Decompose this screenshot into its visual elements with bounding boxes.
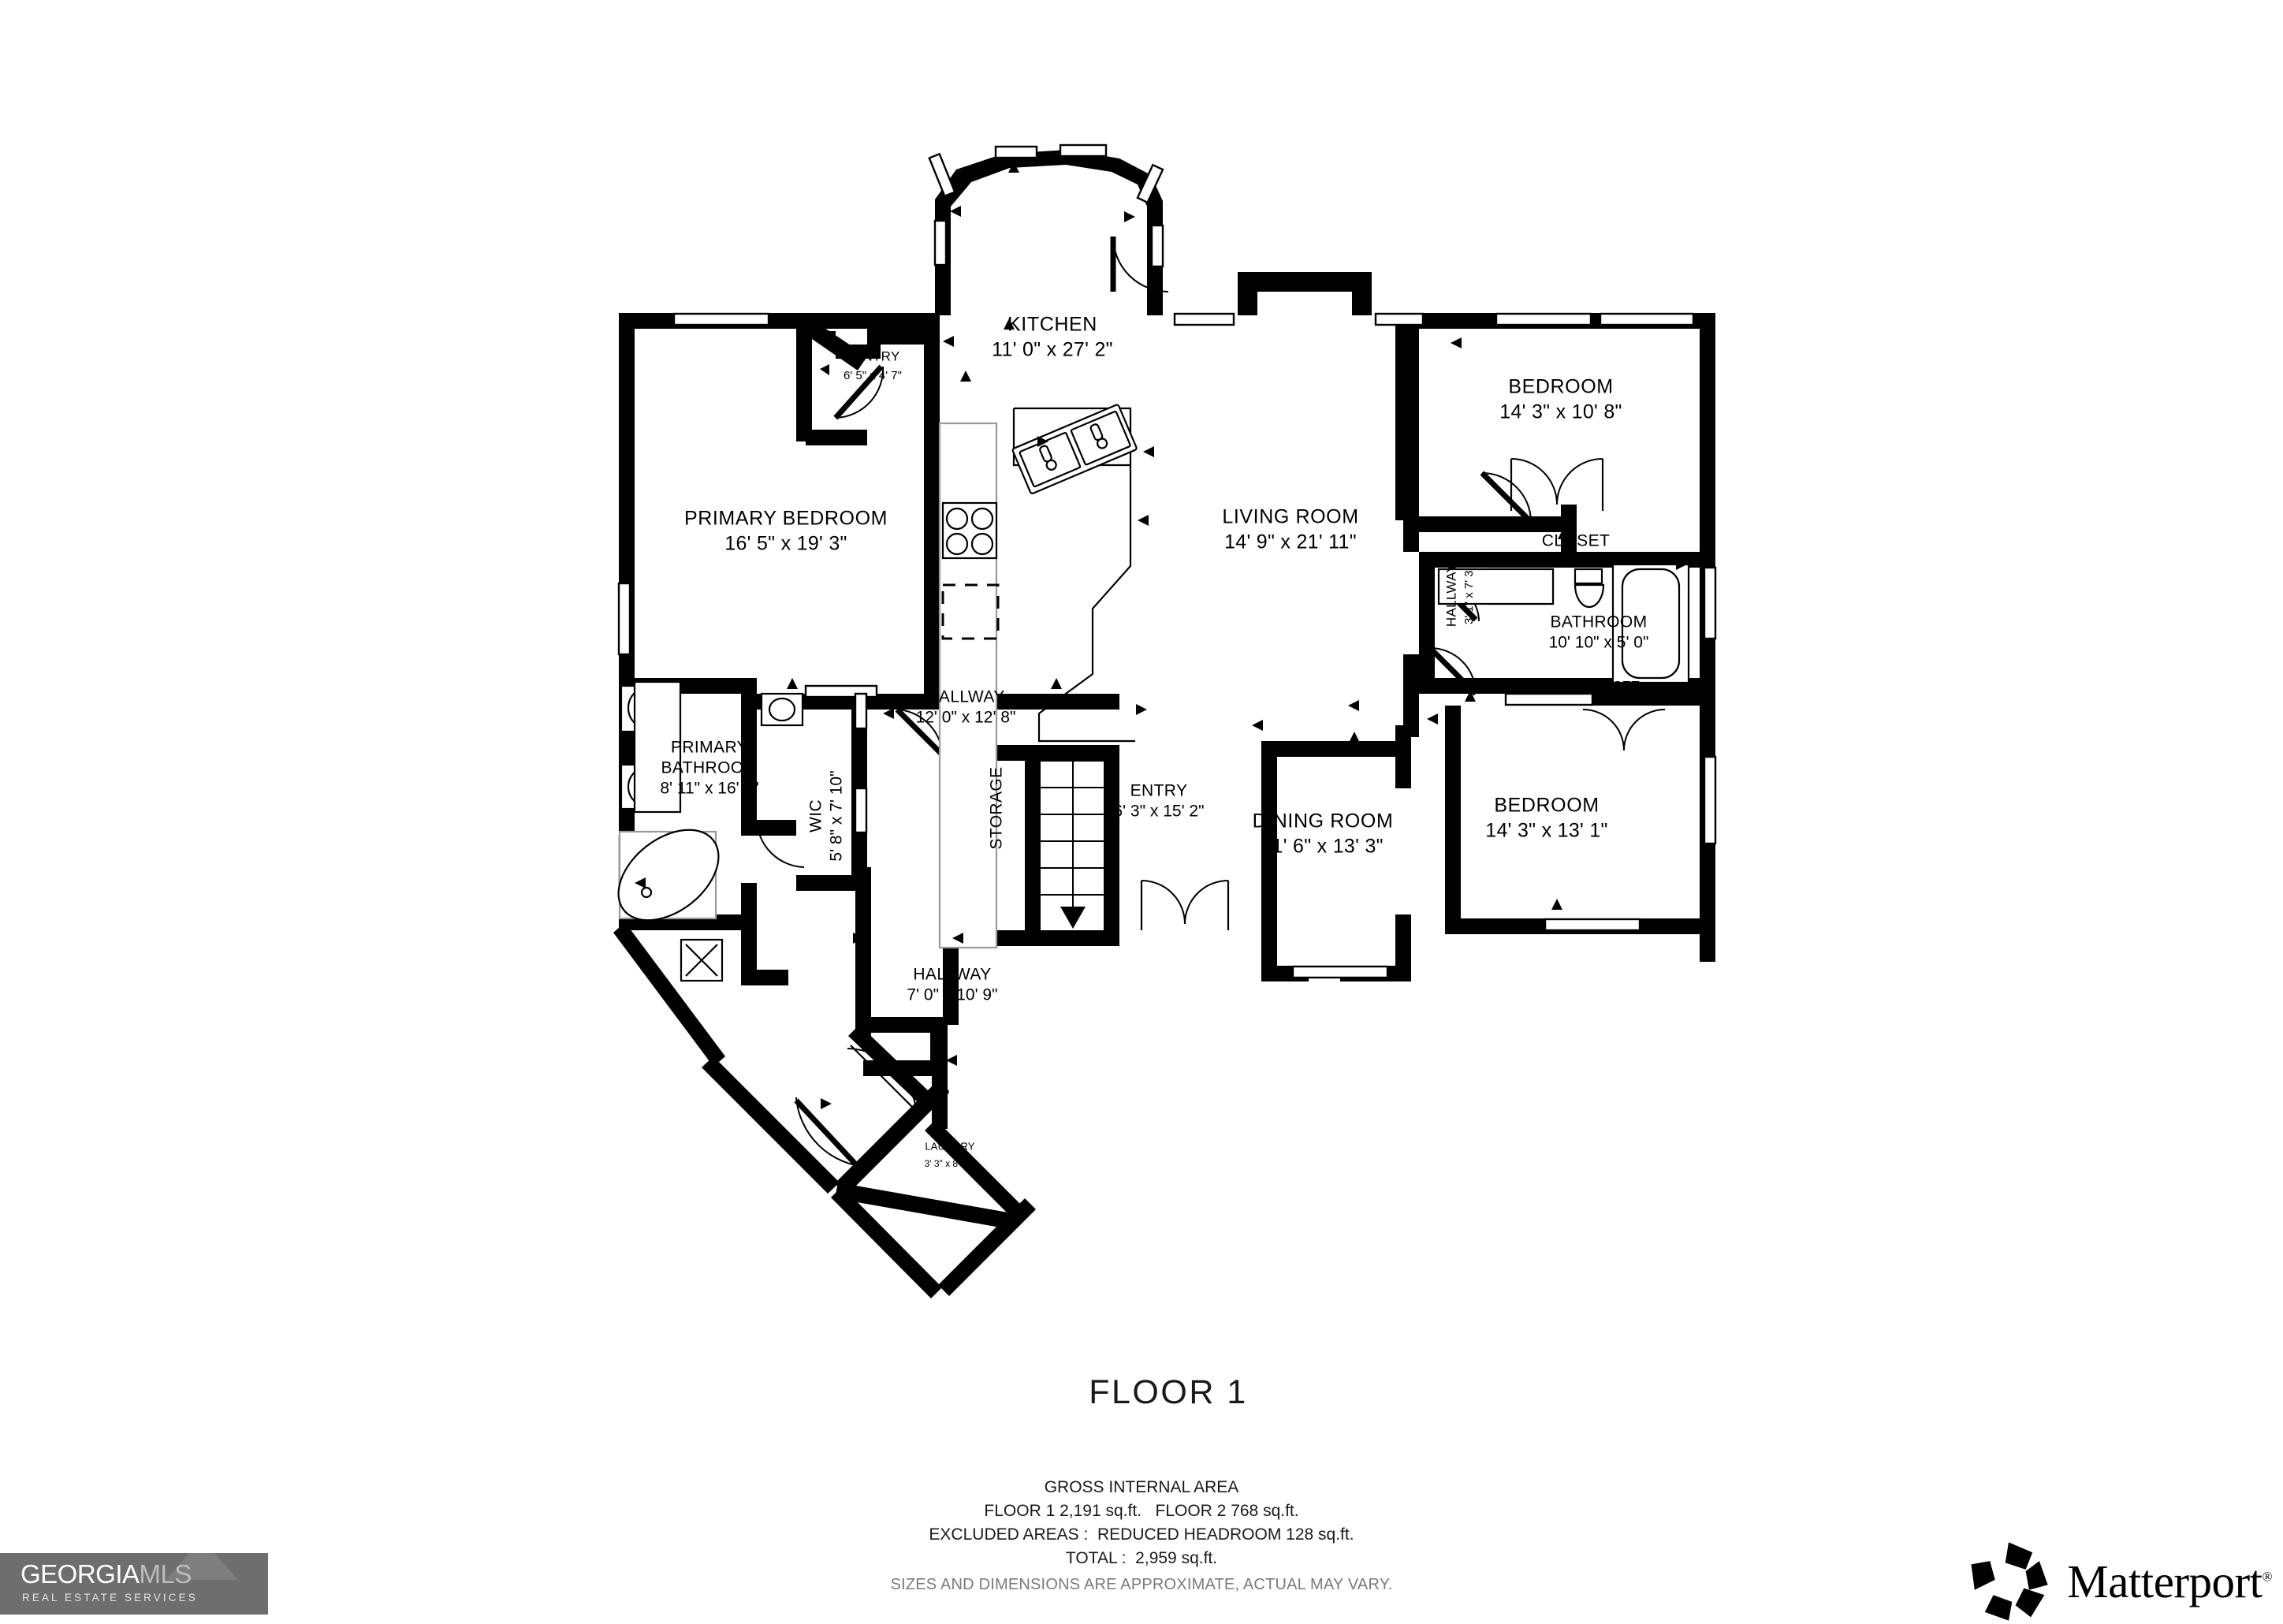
room-name-bedroom-upper: BEDROOM bbox=[1508, 376, 1613, 398]
room-dim-bedroom-lower: 14' 3" x 13' 1" bbox=[1485, 820, 1608, 842]
room-label-wic: WIC 5' 8" x 7' 10" bbox=[807, 770, 846, 861]
room-label-laundry: LAUNDRY 3' 3" x 8' 11" bbox=[925, 1140, 976, 1169]
room-name-bedroom-lower: BEDROOM bbox=[1494, 795, 1599, 817]
area-summary: GROSS INTERNAL AREA FLOOR 1 2,191 sq.ft.… bbox=[0, 1476, 2283, 1594]
primary-bathroom-fixtures bbox=[617, 680, 804, 982]
room-label-bedroom-lower: BEDROOM 14' 3" x 13' 1" bbox=[1485, 795, 1608, 842]
room-dim-primary-bedroom: 16' 5" x 19' 3" bbox=[724, 533, 847, 555]
room-label-hallway-center: HALLWAY 12' 0" x 12' 8" bbox=[916, 688, 1016, 727]
room-dim-bedroom-upper: 14' 3" x 10' 8" bbox=[1499, 401, 1622, 423]
area-heading: GROSS INTERNAL AREA bbox=[1044, 1478, 1239, 1496]
matterport-name: Matterport bbox=[2067, 1555, 2263, 1607]
room-label-closet-lower: CLOSET bbox=[1585, 678, 1640, 693]
mountain-icon bbox=[166, 1553, 238, 1580]
area-excluded: EXCLUDED AREAS : REDUCED HEADROOM 128 sq… bbox=[929, 1525, 1354, 1544]
room-name-primary-bedroom: PRIMARY BEDROOM bbox=[684, 508, 888, 530]
room-label-storage: STORAGE bbox=[988, 766, 1006, 849]
room-name-hallway-center: HALLWAY bbox=[926, 688, 1004, 706]
matterport-mark-icon bbox=[1971, 1542, 2048, 1621]
matterport-registered: ® bbox=[2262, 1568, 2273, 1584]
camera-direction-markers bbox=[635, 162, 1687, 1109]
room-label-dining-room: DINING ROOM 11' 6" x 13' 3" bbox=[1253, 810, 1394, 858]
mls-name-primary: GEORGIA bbox=[20, 1559, 140, 1589]
room-dim-dining-room: 11' 6" x 13' 3" bbox=[1262, 836, 1384, 858]
room-dim-primary-bathroom: 8' 11" x 16' 3" bbox=[660, 780, 758, 798]
room-label-pantry: PANTRY 6' 5" x 4' 7" bbox=[844, 348, 902, 382]
room-name-pantry: PANTRY bbox=[845, 348, 899, 363]
area-total: TOTAL : 2,959 sq.ft. bbox=[1065, 1549, 1218, 1567]
room-label-bathroom: BATHROOM 10' 10" x 5' 0" bbox=[1549, 613, 1649, 652]
room-label-bedroom-upper: BEDROOM 14' 3" x 10' 8" bbox=[1499, 376, 1622, 423]
room-name-entry: ENTRY bbox=[1130, 782, 1188, 800]
room-label-living-room: LIVING ROOM 14' 9" x 21' 11" bbox=[1222, 506, 1358, 553]
room-label-hallway-right: HALLWAY 3' 1" x 7' 3" bbox=[1443, 564, 1475, 627]
room-name-primary-bathroom-line2: BATHROOM bbox=[661, 759, 758, 777]
room-dim-bathroom: 10' 10" x 5' 0" bbox=[1549, 634, 1649, 652]
mls-name-secondary: MLS bbox=[139, 1559, 192, 1589]
door-group bbox=[756, 236, 1666, 1174]
georgia-mls-logo: GEORGIAMLS REAL ESTATE SERVICES bbox=[0, 1553, 268, 1615]
room-name-living-room: LIVING ROOM bbox=[1222, 506, 1358, 528]
room-name-laundry: LAUNDRY bbox=[925, 1140, 974, 1152]
room-label-primary-bedroom: PRIMARY BEDROOM 16' 5" x 19' 3" bbox=[684, 508, 888, 555]
floor-title: FLOOR 1 bbox=[1089, 1373, 1248, 1411]
area-floor-line: FLOOR 1 2,191 sq.ft. FLOOR 2 768 sq.ft. bbox=[984, 1502, 1299, 1520]
area-disclaimer: SIZES AND DIMENSIONS ARE APPROXIMATE, AC… bbox=[890, 1576, 1393, 1593]
room-name-wic: WIC bbox=[807, 799, 825, 832]
room-label-primary-bathroom: PRIMARY BATHROOM 8' 11" x 16' 3" bbox=[660, 739, 758, 798]
room-dim-hallway-lower: 7' 0" x 10' 9" bbox=[907, 986, 997, 1004]
mls-wordmark: GEORGIAMLS bbox=[20, 1559, 192, 1589]
room-dim-pantry: 6' 5" x 4' 7" bbox=[844, 369, 902, 382]
staircase bbox=[1041, 760, 1105, 929]
room-name-storage: STORAGE bbox=[988, 766, 1006, 849]
room-name-hallway-lower: HALLWAY bbox=[913, 966, 991, 984]
room-label-kitchen: KITCHEN 11' 0" x 27' 2" bbox=[992, 314, 1113, 361]
room-dim-entry: 6' 3" x 15' 2" bbox=[1113, 803, 1204, 821]
room-label-entry: ENTRY 6' 3" x 15' 2" bbox=[1113, 782, 1204, 821]
room-dim-hallway-right: 3' 1" x 7' 3" bbox=[1462, 566, 1476, 624]
room-name-hallway-right: HALLWAY bbox=[1443, 564, 1458, 627]
room-name-kitchen: KITCHEN bbox=[1007, 314, 1097, 336]
kitchen-sink-icon bbox=[1011, 404, 1138, 494]
room-label-closet-upper: CLOSET bbox=[1542, 532, 1610, 550]
room-name-dining-room: DINING ROOM bbox=[1253, 810, 1394, 832]
room-name-closet-lower: CLOSET bbox=[1585, 678, 1640, 693]
matterport-wordmark: Matterport® bbox=[2067, 1555, 2272, 1609]
room-labels: KITCHEN 11' 0" x 27' 2" PANTRY 6' 5" x 4… bbox=[660, 314, 1648, 1170]
room-dim-laundry: 3' 3" x 8' 11" bbox=[925, 1158, 976, 1169]
bathroom-fixtures bbox=[1437, 563, 1690, 684]
room-dim-living-room: 14' 9" x 21' 11" bbox=[1224, 531, 1357, 553]
room-dim-hallway-center: 12' 0" x 12' 8" bbox=[916, 709, 1016, 727]
room-name-primary-bathroom-line1: PRIMARY bbox=[671, 739, 748, 757]
room-label-hallway-lower: HALLWAY 7' 0" x 10' 9" bbox=[907, 966, 997, 1004]
matterport-logo: Matterport® bbox=[1966, 1539, 2273, 1624]
room-dim-wic: 5' 8" x 7' 10" bbox=[828, 770, 846, 861]
room-name-bathroom: BATHROOM bbox=[1551, 613, 1648, 631]
room-dim-kitchen: 11' 0" x 27' 2" bbox=[992, 339, 1113, 361]
room-name-closet-upper: CLOSET bbox=[1542, 532, 1610, 550]
kitchen-fixtures bbox=[938, 404, 1138, 949]
mls-tagline: REAL ESTATE SERVICES bbox=[22, 1592, 198, 1604]
